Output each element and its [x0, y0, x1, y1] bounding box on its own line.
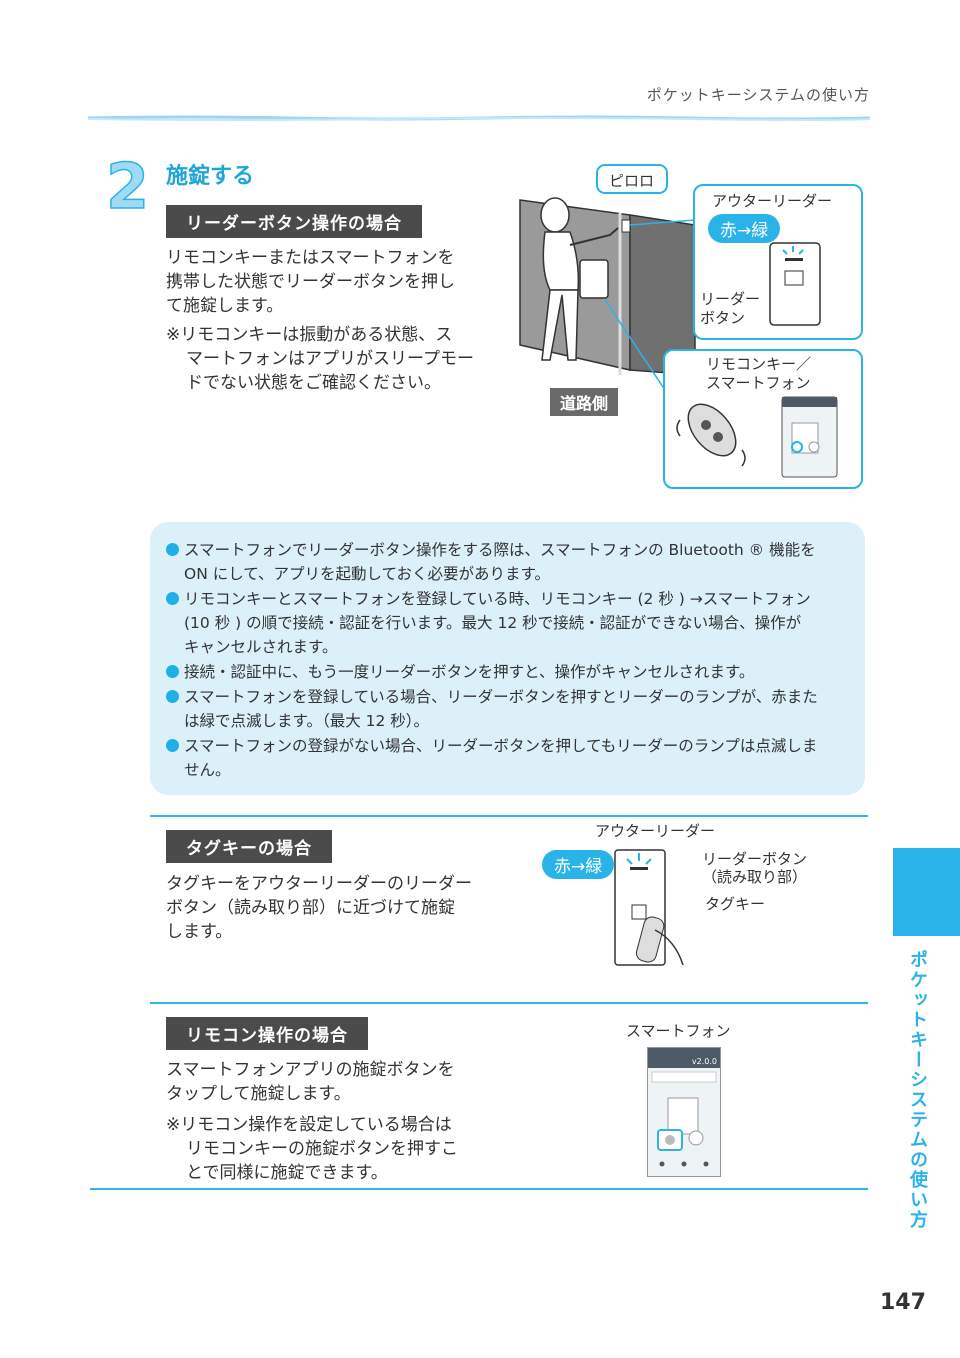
- info-line: (10 秒 ) の順で接続・認証を行います。最大 12 秒で接続・認証ができない…: [184, 614, 802, 632]
- section-divider: [90, 1188, 868, 1190]
- outer-reader-label: アウターリーダー: [712, 192, 833, 210]
- info-item: スマートフォンでリーダーボタン操作をする際は、スマートフォンの Bluetoot…: [166, 538, 847, 586]
- tag-body-line: タグキーをアウターリーダーのリーダー: [166, 874, 472, 894]
- bullet-icon: [166, 690, 179, 703]
- smartphone-fig-label: スマートフォン: [626, 1022, 731, 1040]
- remote-note-line: ※リモコン操作を設定している場合は: [166, 1115, 452, 1135]
- reader-body-line: 携帯した状態でリーダーボタンを押し: [166, 272, 455, 292]
- header-decorative-line: [88, 115, 870, 121]
- info-line: スマートフォンの登録がない場合、リーダーボタンを押してもリーダーのランプは点滅し…: [184, 737, 818, 755]
- reader-note-line: ドでない状態をご確認ください。: [186, 373, 441, 393]
- bullet-icon: [166, 592, 179, 605]
- step-number-text: 2: [106, 152, 149, 214]
- step-title: 施錠する: [166, 164, 255, 189]
- info-line: ON にして、アプリを起動しておく必要があります。: [184, 565, 551, 583]
- remote-note: ※リモコン操作を設定している場合は リモコンキーの施錠ボタンを押すこ とで同様に…: [166, 1113, 496, 1185]
- step-number: 2: [102, 149, 152, 224]
- info-line: スマートフォンでリーダーボタン操作をする際は、スマートフォンの Bluetoot…: [184, 541, 816, 559]
- info-item: リモコンキーとスマートフォンを登録している時、リモコンキー (2 秒 ) →スマ…: [166, 587, 847, 659]
- remote-body-line: タップして施錠します。: [166, 1084, 351, 1104]
- color-change-badge: 赤→緑: [708, 214, 781, 243]
- figure-door-illustration: [500, 160, 870, 490]
- remote-body-line: スマートフォンアプリの施錠ボタンを: [166, 1060, 455, 1080]
- page-header-title: ポケットキーシステムの使い方: [646, 86, 870, 104]
- tag-fig-outer-reader-label: アウターリーダー: [595, 822, 716, 840]
- reader-body-line: リモコンキーまたはスマートフォンを: [166, 248, 455, 268]
- info-item: スマートフォンの登録がない場合、リーダーボタンを押してもリーダーのランプは点滅し…: [166, 734, 847, 782]
- tag-fig-color-change-badge: 赤→緑: [542, 850, 615, 879]
- side-tab-label: ポケットキーシステムの使い方: [907, 950, 928, 1230]
- reader-note-line: ※リモコンキーは振動がある状態、ス: [166, 325, 453, 345]
- side-tab-marker: [893, 848, 960, 936]
- phone-app-illustration: [651, 1071, 717, 1167]
- remote-phone-label: リモコンキー／ スマートフォン: [706, 355, 811, 393]
- info-line: 接続・認証中に、もう一度リーダーボタンを押すと、操作がキャンセルされます。: [184, 663, 755, 681]
- bullet-icon: [166, 543, 179, 556]
- section-label-remote: リモコン操作の場合: [166, 1017, 368, 1050]
- info-item: 接続・認証中に、もう一度リーダーボタンを押すと、操作がキャンセルされます。: [166, 660, 847, 684]
- reader-note-line: マートフォンはアプリがスリープモー: [186, 349, 474, 369]
- section-divider: [150, 815, 868, 817]
- reader-device-icon: [769, 242, 821, 326]
- remote-note-line: リモコンキーの施錠ボタンを押すこ: [186, 1139, 458, 1159]
- info-line: キャンセルされます。: [184, 638, 338, 656]
- reader-body-text: リモコンキーまたはスマートフォンを 携帯した状態でリーダーボタンを押し て施錠し…: [166, 246, 496, 318]
- phone-version: v2.0.0: [648, 1048, 720, 1068]
- remote-note-line: とで同様に施錠できます。: [186, 1163, 388, 1183]
- sound-label: ピロロ: [609, 172, 655, 190]
- reader-note: ※リモコンキーは振動がある状態、ス マートフォンはアプリがスリープモー ドでない…: [166, 323, 496, 395]
- remote-key-and-phone-icon: [676, 396, 838, 478]
- reader-button-label-line: ボタン: [700, 309, 746, 327]
- info-box: スマートフォンでリーダーボタン操作をする際は、スマートフォンの Bluetoot…: [150, 522, 865, 795]
- section-divider: [150, 1002, 868, 1004]
- remote-body-text: スマートフォンアプリの施錠ボタンを タップして施錠します。: [166, 1058, 496, 1106]
- reader-body-line: て施錠します。: [166, 296, 284, 316]
- bullet-icon: [166, 665, 179, 678]
- tag-fig-tag-key-label: タグキー: [705, 895, 766, 913]
- info-item: スマートフォンを登録している場合、リーダーボタンを押すとリーダーのランプが、赤ま…: [166, 685, 847, 733]
- tag-body-text: タグキーをアウターリーダーのリーダー ボタン（読み取り部）に近づけて施錠 します…: [166, 872, 496, 944]
- reader-button-label: リーダー ボタン: [700, 290, 760, 328]
- tag-body-line: ボタン（読み取り部）に近づけて施錠: [166, 898, 455, 918]
- section-label-reader: リーダーボタン操作の場合: [166, 205, 422, 238]
- info-list: スマートフォンでリーダーボタン操作をする際は、スマートフォンの Bluetoot…: [150, 522, 865, 782]
- smartphone-screen: v2.0.0: [647, 1047, 721, 1177]
- remote-phone-label-line: リモコンキー／: [706, 355, 812, 373]
- section-label-tag: タグキーの場合: [166, 830, 332, 863]
- road-side-label: 道路側: [550, 388, 619, 416]
- tag-body-line: します。: [166, 922, 233, 942]
- tag-fig-reader-button-line: （読み取り部）: [702, 868, 808, 886]
- info-line: スマートフォンを登録している場合、リーダーボタンを押すとリーダーのランプが、赤ま…: [184, 688, 818, 706]
- reader-button-label-line: リーダー: [700, 290, 761, 308]
- page-number: 147: [880, 1290, 926, 1315]
- bullet-icon: [166, 739, 179, 752]
- remote-phone-label-line: スマートフォン: [706, 374, 811, 392]
- tag-fig-reader-button-line: リーダーボタン: [702, 850, 808, 868]
- info-line: リモコンキーとスマートフォンを登録している時、リモコンキー (2 秒 ) →スマ…: [184, 590, 811, 608]
- tag-fig-reader-button-label: リーダーボタン （読み取り部）: [702, 850, 807, 886]
- info-line: せん。: [184, 761, 231, 779]
- door-scene-illustration: [519, 164, 696, 391]
- info-line: は緑で点滅します。（最大 12 秒）。: [184, 712, 430, 730]
- tag-reader-device-icon: [614, 849, 684, 966]
